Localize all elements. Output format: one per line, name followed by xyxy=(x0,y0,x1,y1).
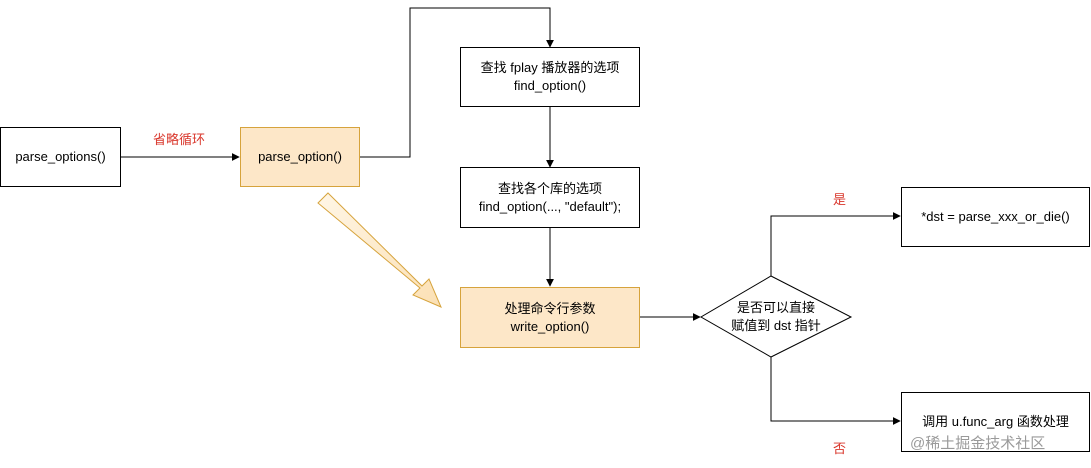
node-parse-options-text: parse_options() xyxy=(15,149,106,164)
node-find-fplay-line1: 查找 fplay 播放器的选项 xyxy=(480,60,620,75)
decision-text: 是否可以直接 赋值到 dst 指针 xyxy=(706,299,846,335)
node-parse-option: parse_option() xyxy=(240,127,360,187)
node-parse-options: parse_options() xyxy=(0,127,121,187)
node-dst-assign-text: *dst = parse_xxx_or_die() xyxy=(921,209,1070,224)
node-func-arg-text: 调用 u.func_arg 函数处理 xyxy=(922,414,1069,429)
decision-line2: 赋值到 dst 指针 xyxy=(731,318,821,333)
node-find-lib-line2: find_option(..., "default"); xyxy=(478,198,622,214)
decision-line1: 是否可以直接 xyxy=(736,300,815,315)
node-find-lib-line1: 查找各个库的选项 xyxy=(497,180,602,196)
edge-decision-yes xyxy=(770,212,901,276)
highlight-arrow-icon xyxy=(317,192,442,308)
edge-decision-no xyxy=(770,357,901,425)
node-find-lib-option: 查找各个库的选项 find_option(..., "default"); xyxy=(460,167,640,228)
node-func-arg: 调用 u.func_arg 函数处理 xyxy=(901,392,1090,452)
node-find-fplay-line2: find_option() xyxy=(513,78,587,93)
node-write-option-line2: write_option() xyxy=(510,318,590,334)
node-parse-option-text: parse_option() xyxy=(258,149,342,164)
decision-diamond xyxy=(700,275,853,358)
node-dst-assign: *dst = parse_xxx_or_die() xyxy=(901,187,1090,247)
edge-parse-option-to-find-fplay xyxy=(360,7,554,158)
node-write-option: 处理命令行参数 write_option() xyxy=(460,287,640,348)
node-write-option-line1: 处理命令行参数 xyxy=(504,300,596,316)
edge-label-yes: 是 xyxy=(833,192,847,207)
node-find-fplay-option: 查找 fplay 播放器的选项 find_option() xyxy=(460,47,640,107)
watermark: @稀土掘金技术社区 xyxy=(910,435,1046,452)
edge-label-loop: 省略循环 xyxy=(153,132,206,147)
edge-label-no: 否 xyxy=(833,441,847,456)
